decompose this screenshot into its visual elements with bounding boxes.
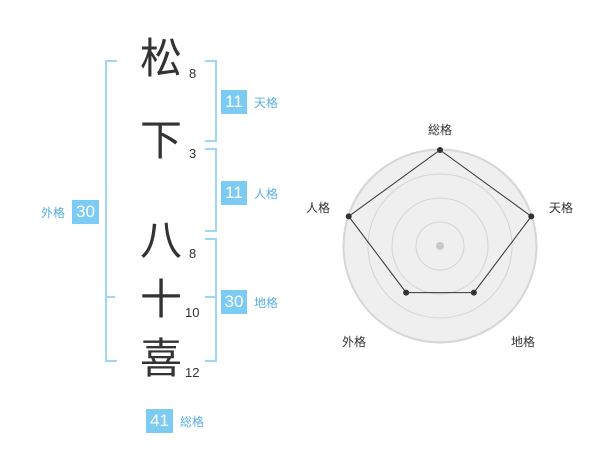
stroke-count-5: 12 <box>185 365 200 380</box>
soukaku-label: 総格 <box>180 415 205 429</box>
radar-ring-3 <box>367 173 513 319</box>
radar-value-polygon <box>347 149 533 294</box>
jinkaku-label: 人格 <box>254 187 279 201</box>
tenkaku-value-badge: 11 <box>221 90 247 114</box>
radar-center-dot <box>436 242 444 250</box>
radar-point-2 <box>528 213 535 220</box>
chikaku-bracket <box>205 238 217 362</box>
radar-axis-label-tenkaku: 天格 <box>549 201 574 215</box>
radar-point-4 <box>403 289 410 296</box>
radar-ring-1 <box>415 221 465 271</box>
radar-point-3 <box>470 289 477 296</box>
name-char-2: 下 <box>140 116 183 165</box>
gaikaku-bracket <box>105 60 117 362</box>
soukaku-value-badge: 41 <box>146 409 173 433</box>
jinkaku-bracket <box>205 148 217 232</box>
radar-axis-label-jinkaku: 人格 <box>306 201 331 215</box>
stroke-count-1: 8 <box>189 66 197 81</box>
radar-axis-label-chikaku: 地格 <box>511 335 536 349</box>
radar-ring-2 <box>391 197 489 295</box>
radar-axis-label-soukaku: 総格 <box>428 123 453 137</box>
tenkaku-bracket <box>205 60 217 142</box>
name-char-3: 八 <box>140 216 183 265</box>
name-char-1: 松 <box>140 34 183 83</box>
radar-axis-label-gaikaku: 外格 <box>342 335 367 349</box>
jinkaku-value-badge: 11 <box>221 181 247 205</box>
stroke-count-2: 3 <box>189 146 197 161</box>
stroke-count-3: 8 <box>189 246 197 261</box>
tenkaku-label: 天格 <box>254 96 279 110</box>
gaikaku-label: 外格 <box>41 206 66 220</box>
chikaku-label: 地格 <box>254 296 279 310</box>
stroke-count-4: 10 <box>185 305 200 320</box>
radar-point-5 <box>345 213 352 220</box>
chikaku-value-badge: 30 <box>221 290 247 314</box>
name-char-5: 喜 <box>140 334 183 383</box>
radar-point-1 <box>437 147 443 153</box>
gaikaku-value-badge: 30 <box>72 200 99 224</box>
chikaku-bracket-tick <box>205 296 215 298</box>
gaikaku-bracket-tick <box>105 296 115 298</box>
name-char-4: 十 <box>140 275 183 324</box>
